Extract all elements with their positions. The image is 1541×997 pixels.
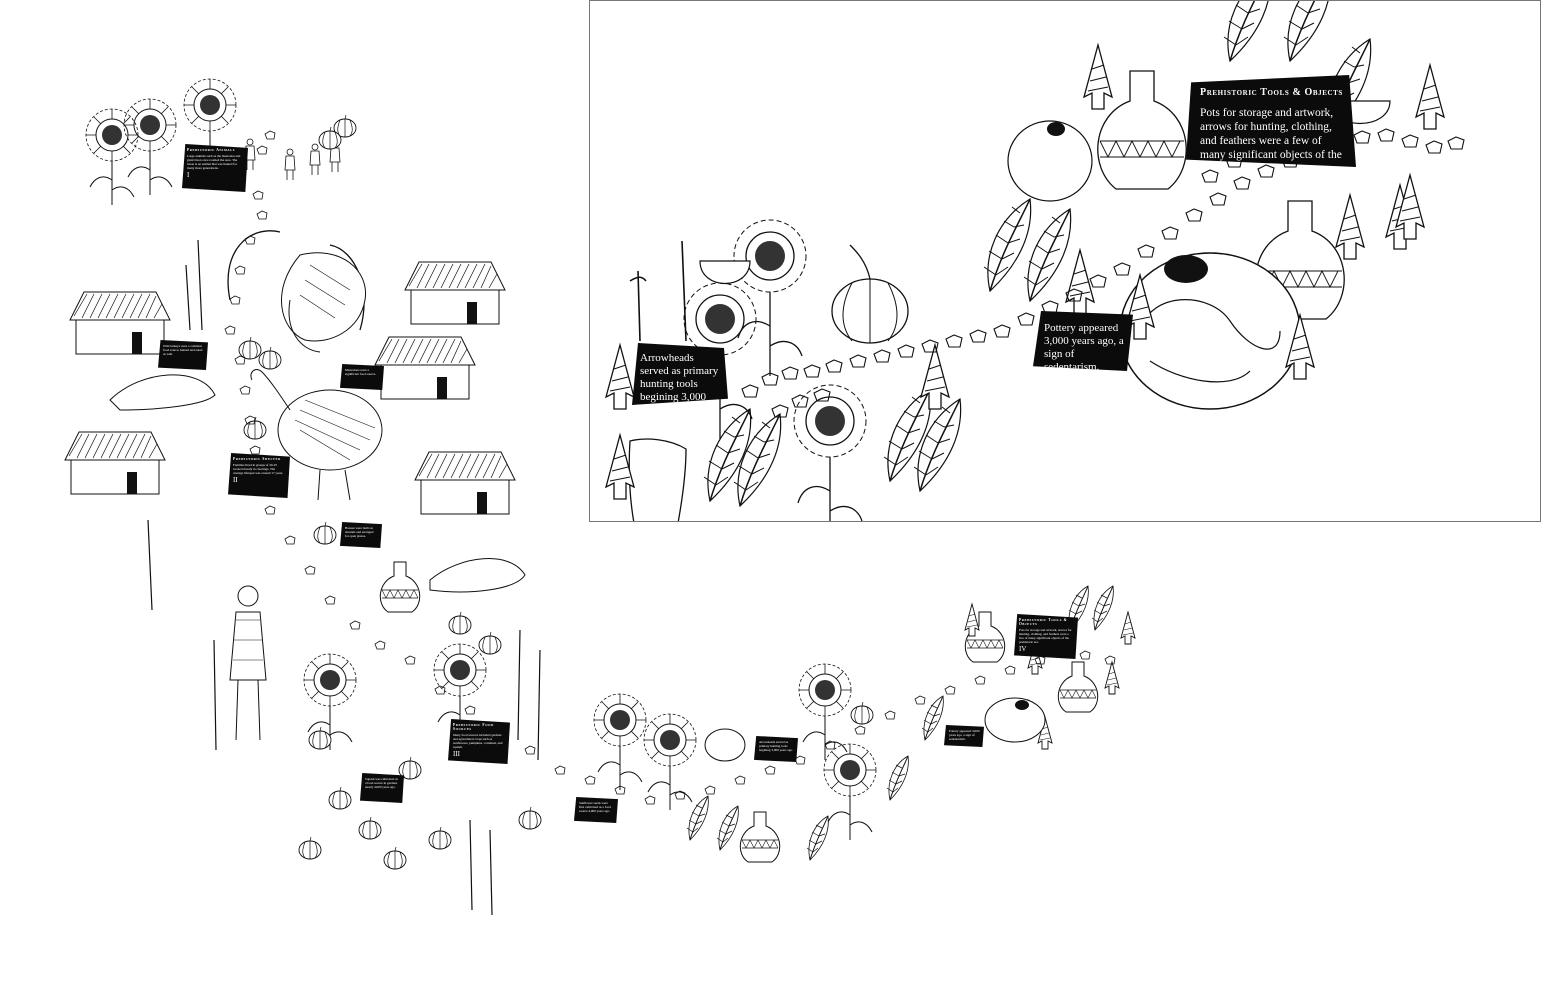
detail-inset: Prehistoric Tools & Objects Pots for sto…: [589, 0, 1541, 522]
woman-figure: [229, 585, 267, 741]
mastodon-drawing: [227, 230, 367, 353]
panel-ii-body: Families lived in groups of 20-25 locate…: [233, 463, 284, 475]
panel-iv-body: Pots for storage and artwork, arrows for…: [1019, 628, 1072, 644]
inset-panel-iv-title: Prehistoric Tools & Objects: [1200, 87, 1343, 98]
turkey-note-text: Wild turkeys were a common food source, …: [163, 344, 203, 356]
inset-pottery-note-text: Pottery appeared 3,000 years ago, a sign…: [1044, 322, 1124, 373]
panel-iii-numeral: III: [453, 750, 460, 758]
mastodon-note: Mastodons were a significant food source…: [340, 364, 384, 390]
inset-arrowhead-note: Arrowheads served as primary hunting too…: [632, 343, 728, 405]
houses-note-text: Houses were built on mounds and arranged…: [345, 526, 374, 538]
pumpkin-drawing: [831, 244, 909, 344]
panel-iv-numeral: IV: [1019, 645, 1027, 653]
engraved-pot-large: [1119, 252, 1301, 410]
panel-iii-body: Many food sources included gardens and a…: [453, 733, 503, 749]
panel-i-numeral: I: [187, 171, 190, 179]
panel-i-body: Large animals such as the mastodon and g…: [187, 154, 241, 170]
squash-note: Squash was cultivated as a food source i…: [360, 773, 404, 803]
sunflower-note-text: Sunflower seeds were first cultivated as…: [579, 801, 611, 813]
arrowheads-note: Arrowheads served as primary hunting too…: [754, 736, 798, 762]
engraved-pot-small: [1007, 120, 1093, 202]
inset-panel-iv-callout: Prehistoric Tools & Objects Pots for sto…: [1186, 75, 1356, 167]
panel-ii-callout: Prehistoric Shelter Families lived in gr…: [228, 453, 290, 498]
panel-i-title: Prehistoric Animals: [187, 148, 236, 152]
squash-note-text: Squash was cultivated as a food source i…: [365, 777, 398, 789]
pottery-note: Pottery appeared 3,000 years ago, a sign…: [944, 725, 984, 747]
panel-ii-numeral: II: [233, 476, 238, 484]
panel-iv-callout: Prehistoric Tools & Objects Pots for sto…: [1014, 614, 1078, 659]
panel-iv-title: Prehistoric Tools & Objects: [1019, 618, 1068, 626]
panel-iii-callout: Prehistoric Food Sources Many food sourc…: [448, 719, 510, 764]
pottery-note-text: Pottery appeared 3,000 years ago, a sign…: [949, 729, 980, 741]
panel-ii-title: Prehistoric Shelter: [233, 457, 281, 461]
arrowheads-note-text: Arrowheads served as primary hunting too…: [759, 740, 793, 752]
panel-iii-title: Prehistoric Food Sources: [453, 723, 494, 731]
inset-arrowhead-note-text: Arrowheads served as primary hunting too…: [640, 352, 719, 416]
panel-i-callout: Prehistoric Animals Large animals such a…: [182, 144, 248, 192]
sunflower-note: Sunflower seeds were first cultivated as…: [574, 797, 618, 823]
turkey-note: Wild turkeys were a common food source, …: [158, 340, 208, 370]
detail-illustration: [605, 1, 1465, 521]
turkey-drawing: [250, 369, 383, 501]
inset-pottery-note: Pottery appeared 3,000 years ago, a sign…: [1033, 311, 1133, 371]
houses-note: Houses were built on mounds and arranged…: [340, 522, 382, 548]
mastodon-note-text: Mastodons were a significant food source…: [345, 368, 377, 376]
